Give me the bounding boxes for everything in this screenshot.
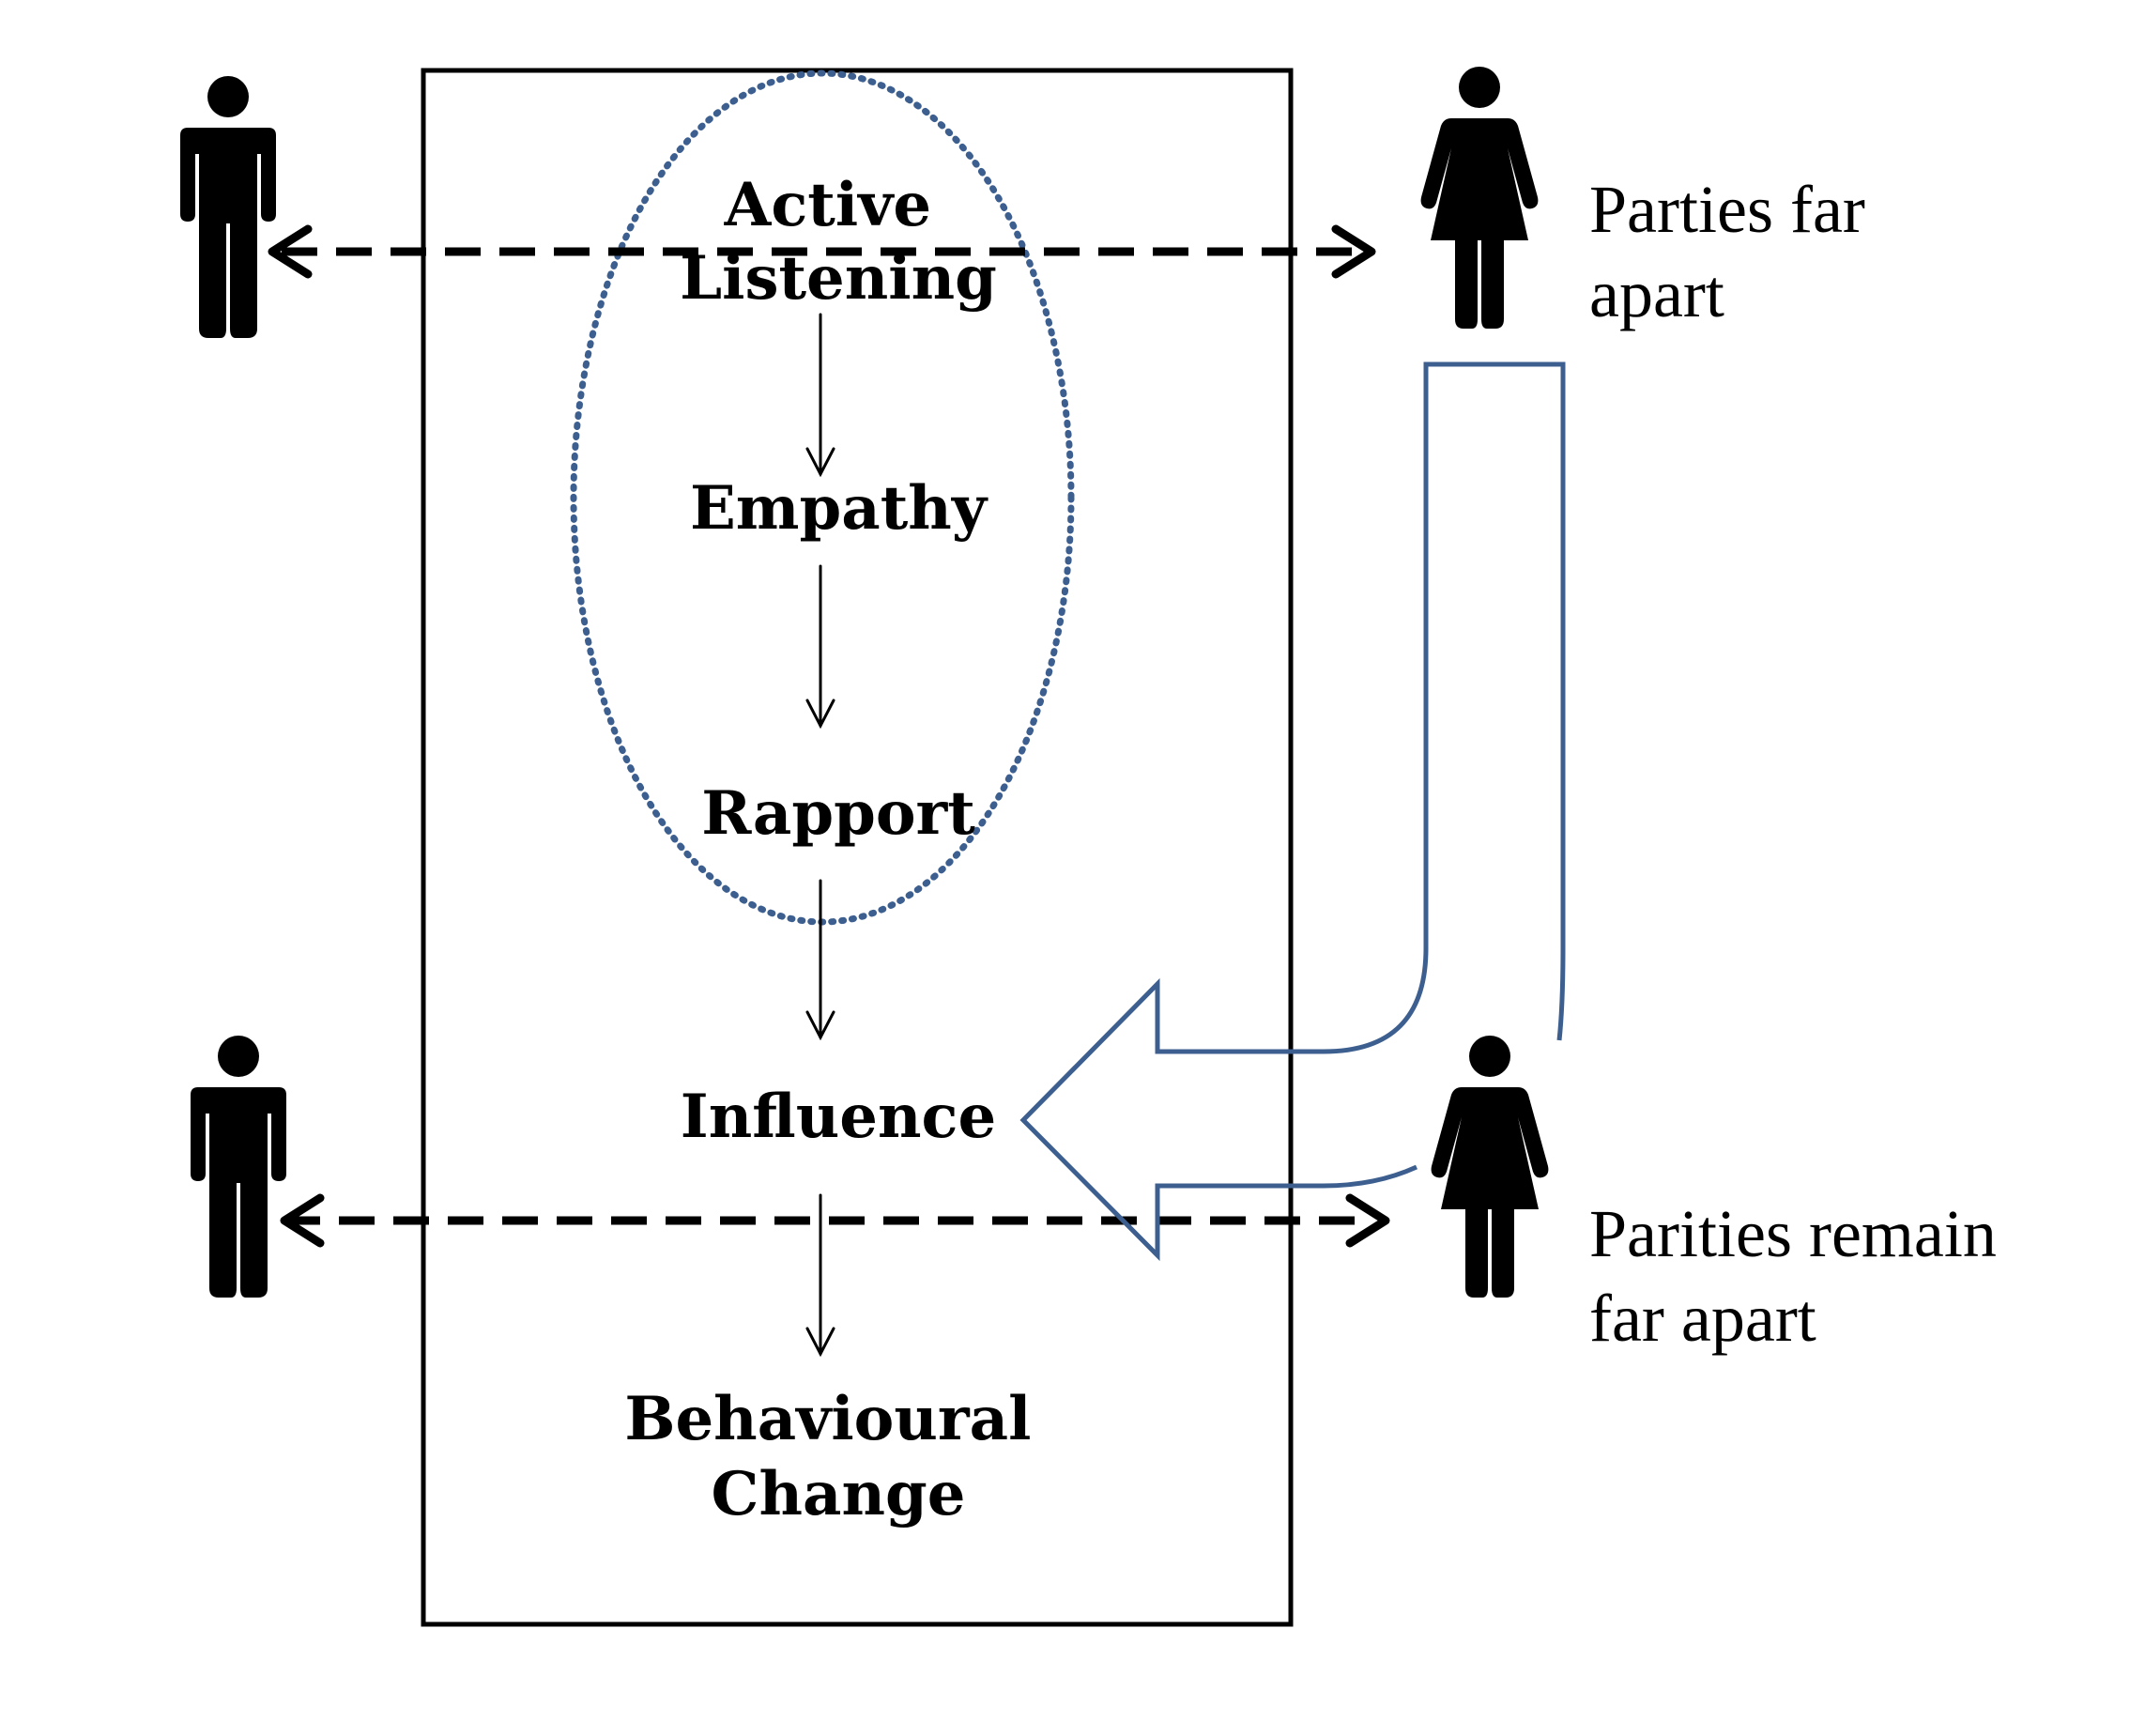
arrow-empathy-to-rapport: [805, 564, 835, 730]
man-icon: [191, 1036, 286, 1298]
stage-label-line: Listening: [680, 243, 997, 314]
side-label-line: Parities remain: [1589, 1196, 1997, 1271]
dotted-ellipse: [570, 69, 1075, 926]
stage-empathy: Empathy: [690, 473, 988, 544]
stage-rapport: Rapport: [701, 778, 975, 849]
top-distance-arrow: [268, 224, 1376, 279]
stage-label-line: Active: [724, 170, 931, 240]
influence-block-arrow: [1019, 361, 1566, 1262]
stage-influence: Influence: [681, 1082, 996, 1152]
bottom-distance-arrow: [280, 1193, 1390, 1248]
arrow-rapport-to-influence: [805, 879, 835, 1041]
man-icon: [180, 76, 276, 338]
arrow-influence-to-change: [805, 1193, 835, 1358]
side-label-line: Parties far: [1589, 172, 1865, 247]
bottom-side-label: Parities remain far apart: [1589, 1196, 2014, 1356]
side-label-line: apart: [1589, 256, 1724, 331]
stage-label-line: Behavioural: [624, 1384, 1031, 1454]
stage-label-line: Change: [712, 1459, 966, 1529]
stage-active-listening: Active Listening: [680, 170, 997, 314]
top-side-label: Parties far apart: [1589, 172, 1882, 331]
stage-behavioural-change: Behavioural Change: [624, 1384, 1051, 1529]
arrow-listening-to-empathy: [805, 313, 835, 478]
side-label-line: far apart: [1589, 1281, 1816, 1356]
woman-icon: [1420, 67, 1539, 329]
process-box: [421, 68, 1294, 1627]
woman-icon: [1431, 1036, 1549, 1298]
